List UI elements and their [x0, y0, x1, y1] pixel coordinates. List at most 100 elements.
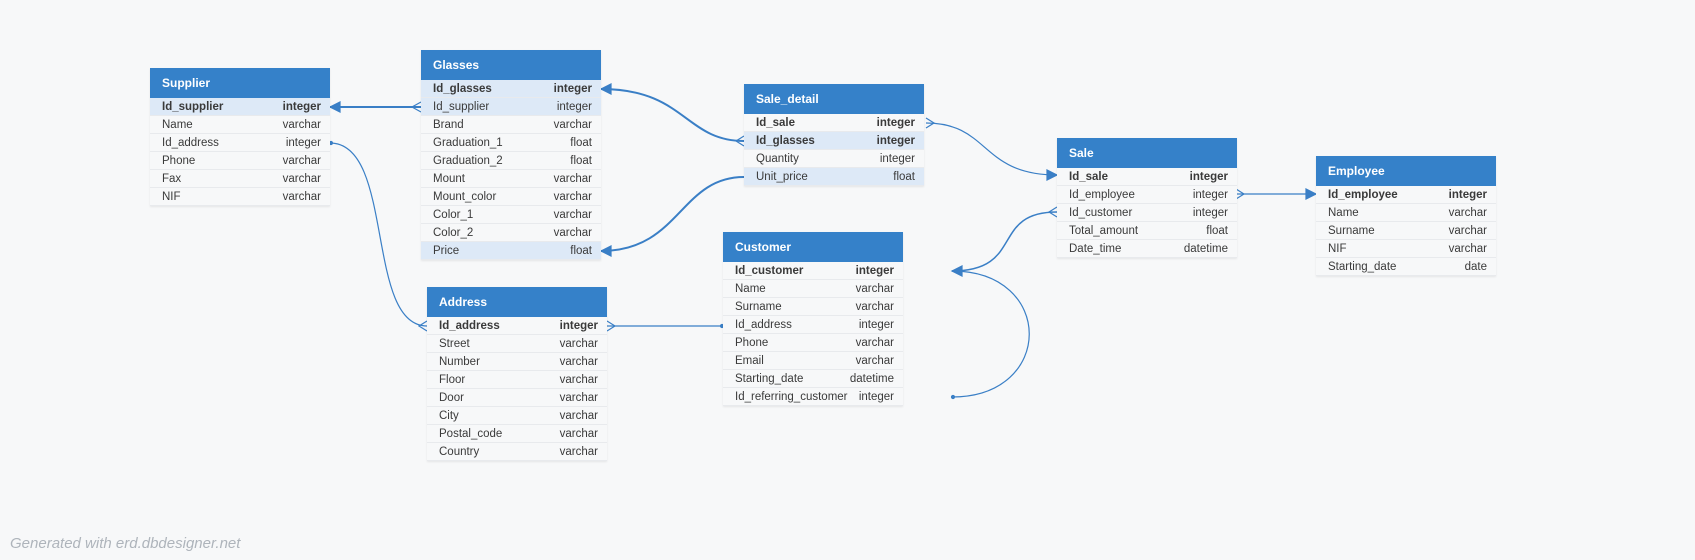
crowfoot-saledetail-glasses — [734, 135, 745, 147]
column-name: Name — [162, 119, 193, 131]
column-name: Graduation_1 — [433, 137, 503, 149]
column-type: integer — [282, 101, 321, 113]
column-row[interactable]: Graduation_2 float — [421, 152, 601, 170]
column-name: Postal_code — [439, 428, 503, 440]
relation-saledetail-price[interactable] — [600, 176, 745, 252]
column-row[interactable]: Id_employee integer — [1316, 186, 1496, 204]
table-header[interactable]: Sale — [1057, 138, 1237, 168]
footer-credit: Generated with erd.dbdesigner.net — [10, 535, 241, 552]
column-type: datetime — [1183, 243, 1228, 255]
column-name: Name — [735, 283, 766, 295]
relation-saledetail-glasses[interactable] — [600, 88, 745, 142]
column-row[interactable]: Id_supplier integer — [150, 98, 330, 116]
column-type: varchar — [1448, 243, 1487, 255]
column-name: Id_supplier — [433, 101, 490, 113]
column-type: integer — [876, 135, 915, 147]
column-row[interactable]: Street varchar — [427, 335, 607, 353]
column-type: varchar — [559, 356, 598, 368]
relation-supplier-address[interactable] — [329, 142, 428, 327]
column-name: Phone — [735, 337, 769, 349]
column-type: varchar — [1448, 225, 1487, 237]
column-type: integer — [1448, 189, 1487, 201]
column-type: float — [570, 155, 592, 167]
column-name: Date_time — [1069, 243, 1122, 255]
column-type: varchar — [553, 191, 592, 203]
column-name: Street — [439, 338, 470, 350]
table-header[interactable]: Supplier — [150, 68, 330, 98]
column-name: Id_supplier — [162, 101, 224, 113]
relation-saledetail-sale[interactable] — [925, 122, 1058, 176]
relation-customer-self[interactable] — [951, 270, 1030, 398]
table-header[interactable]: Address — [427, 287, 607, 317]
arrow-supplier — [328, 101, 341, 113]
column-name: Id_sale — [1069, 171, 1108, 183]
column-name: Id_customer — [735, 265, 804, 277]
relation-sale-customer[interactable] — [951, 211, 1058, 272]
column-type: integer — [858, 319, 894, 331]
column-name: Id_address — [162, 137, 219, 149]
column-name: Total_amount — [1069, 225, 1139, 237]
column-type: varchar — [282, 191, 321, 203]
column-name: Floor — [439, 374, 466, 386]
column-name: Graduation_2 — [433, 155, 503, 167]
table-header[interactable]: Sale_detail — [744, 84, 924, 114]
table-header[interactable]: Glasses — [421, 50, 601, 80]
column-name: Id_employee — [1328, 189, 1398, 201]
table-header[interactable]: Employee — [1316, 156, 1496, 186]
column-row[interactable]: Date_time datetime — [1057, 240, 1237, 258]
column-type: varchar — [559, 338, 598, 350]
table-header[interactable]: Customer — [723, 232, 903, 262]
arrow-sale — [1046, 169, 1059, 181]
column-type: varchar — [282, 155, 321, 167]
crowfoot-glasses-supplier — [410, 101, 422, 113]
